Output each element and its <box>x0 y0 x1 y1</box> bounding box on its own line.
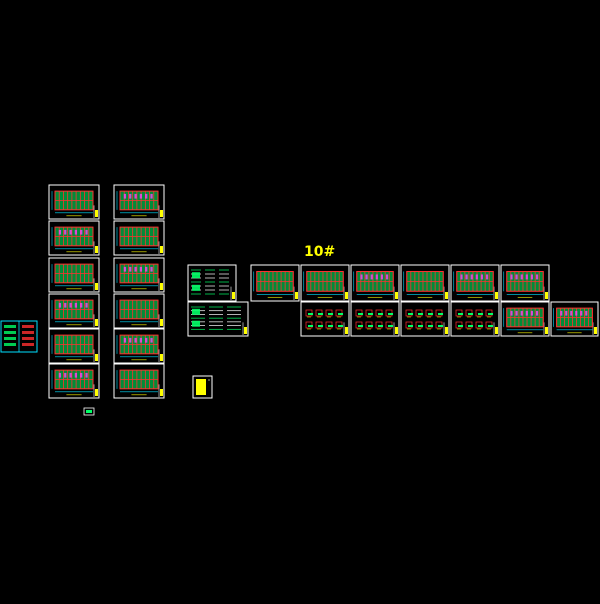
drawing-sheet-7[interactable] <box>48 293 100 329</box>
drawing-sheet-1[interactable] <box>48 184 100 220</box>
drawing-sheet-19[interactable] <box>500 264 550 302</box>
drawing-sheet-11[interactable] <box>48 363 100 399</box>
drawing-sheet-23[interactable] <box>400 301 450 337</box>
drawing-sheet-12[interactable] <box>113 363 165 399</box>
drawing-sheet-14[interactable] <box>250 264 300 302</box>
drawing-sheet-22[interactable] <box>350 301 400 337</box>
mini-sheet[interactable] <box>83 407 95 416</box>
drawing-sheet-16[interactable] <box>350 264 400 302</box>
drawing-sheet-2[interactable] <box>113 184 165 220</box>
drawing-sheet-8[interactable] <box>113 293 165 329</box>
drawing-sheet-18[interactable] <box>450 264 500 302</box>
drawing-sheet-21[interactable] <box>300 301 350 337</box>
drawing-sheet-17[interactable] <box>400 264 450 302</box>
drawing-sheet-26[interactable] <box>550 301 599 337</box>
drawing-sheet-5[interactable] <box>48 257 100 293</box>
drawing-sheet-4[interactable] <box>113 220 165 256</box>
cover-sheet[interactable] <box>0 320 38 353</box>
building-number-label: 10# <box>304 244 336 260</box>
drawing-sheet-3[interactable] <box>48 220 100 256</box>
drawing-sheet-9[interactable] <box>48 328 100 364</box>
drawing-sheet-25[interactable] <box>500 301 550 337</box>
drawing-sheet-10[interactable] <box>113 328 165 364</box>
drawing-sheet-20[interactable] <box>187 301 249 337</box>
legend-sheet[interactable] <box>192 375 213 399</box>
drawing-sheet-24[interactable] <box>450 301 500 337</box>
drawing-sheet-6[interactable] <box>113 257 165 293</box>
drawing-sheet-15[interactable] <box>300 264 350 302</box>
drawing-sheet-13[interactable] <box>187 264 237 302</box>
